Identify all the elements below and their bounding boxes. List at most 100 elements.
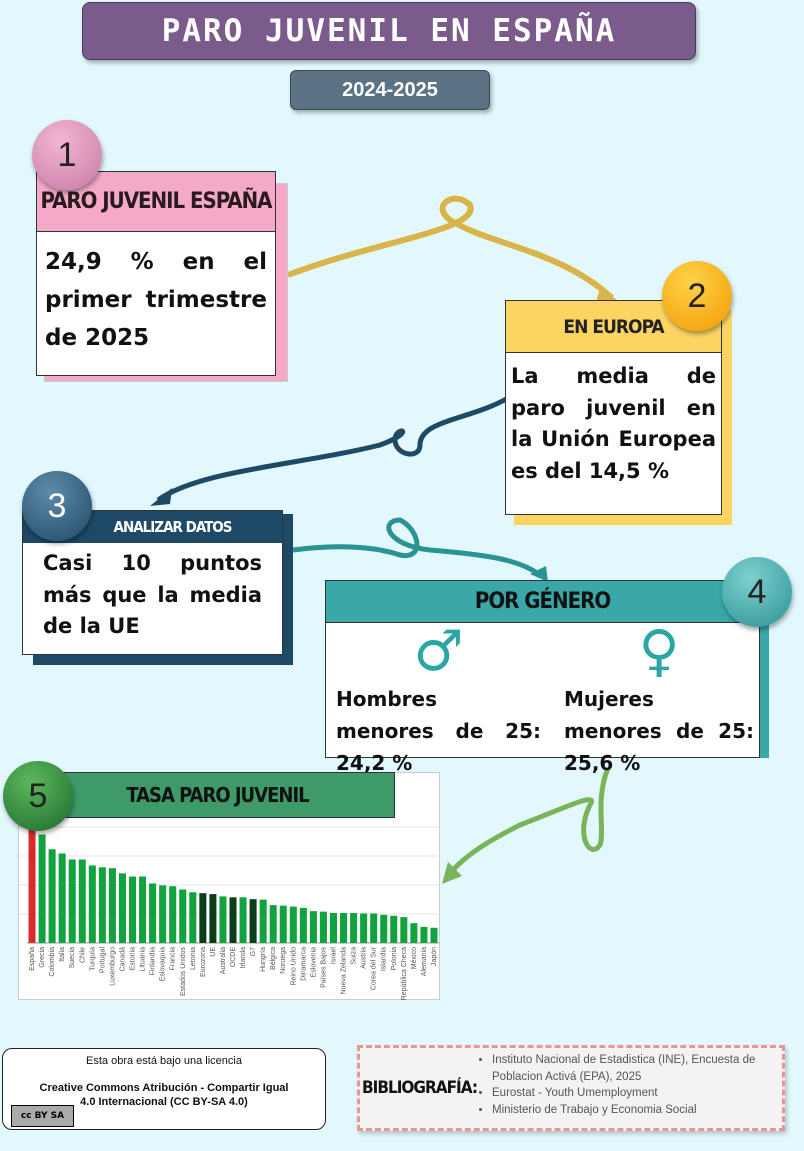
x-tick-label: Corea del Sur: [371, 946, 378, 990]
bar-Turquía: [88, 865, 96, 943]
bar-Finlandia: [149, 883, 157, 943]
x-tick-label: Noruega: [280, 947, 287, 974]
arrow-head-icon: [442, 862, 462, 884]
bibliography-item: Ministerio de Trabajo y Economia Social: [492, 1102, 782, 1119]
x-tick-label: Islandia: [381, 947, 388, 971]
x-tick-label: Finlandia: [150, 947, 157, 976]
x-tick-label: Chile: [79, 947, 86, 963]
arrow-head-icon: [530, 566, 548, 582]
bar-Lituania: [139, 876, 147, 943]
bar-Nueva Zelanda: [340, 913, 348, 943]
x-tick-label: México: [411, 947, 418, 969]
bar-Estados Unidos: [179, 889, 187, 943]
bar-Islandia: [380, 914, 388, 943]
x-tick-label: Canadá: [119, 947, 126, 972]
x-tick-label: Estados Unidos: [180, 947, 187, 997]
bar-Japón: [430, 927, 438, 943]
x-tick-label: Colombia: [49, 947, 56, 977]
x-tick-label: Eslovaquia: [160, 947, 167, 981]
female-stat: ♀ Mujeres menores de 25: 25,6 %: [564, 621, 754, 779]
page-title: PARO JUVENIL EN ESPAÑA: [82, 2, 696, 60]
card-text: 24,9 % en el primer trimestre de 2025: [37, 232, 275, 370]
bar-Dinamarca: [299, 907, 307, 943]
x-tick-label: Reino Unido: [290, 947, 297, 986]
card-heading: POR GÉNERO: [326, 581, 759, 623]
x-tick-label: República Checa: [401, 947, 408, 1000]
bar-UE: [209, 894, 217, 943]
x-tick-label: Eurozona: [200, 947, 207, 977]
x-tick-label: Estonia: [130, 947, 137, 970]
female-icon: ♀: [638, 619, 680, 684]
bibliography-item: Eurostat - Youth Umemployment: [492, 1085, 782, 1102]
x-tick-label: Grecia: [39, 947, 46, 968]
step-number-5: 5: [3, 761, 73, 831]
bar-Italia: [58, 853, 66, 943]
x-tick-label: Nueva Zelanda: [341, 947, 348, 995]
male-icon: ♂: [413, 619, 464, 684]
x-tick-label: OCDE: [230, 947, 237, 968]
bar-Francia: [169, 886, 177, 943]
female-text: Mujeres menores de 25: 25,6 %: [564, 686, 754, 775]
bar-Austria: [360, 913, 368, 943]
bar-Eurozona: [199, 893, 207, 943]
x-tick-label: Alemania: [421, 947, 428, 976]
license-line-2[interactable]: Creative Commons Atribución - Compartir …: [39, 1082, 289, 1109]
x-tick-label: Israel: [330, 947, 337, 965]
x-tick-label: Italia: [59, 947, 66, 962]
bar-Corea del Sur: [370, 913, 378, 943]
x-tick-label: Irlanda: [240, 947, 247, 969]
bar-México: [410, 923, 418, 943]
x-tick-label: Francia: [170, 947, 177, 970]
bar-España: [28, 823, 36, 943]
bar-Bélgica: [269, 905, 277, 943]
card-spain: PARO JUVENIL ESPAÑA 24,9 % en el primer …: [36, 171, 276, 376]
bar-Canadá: [118, 873, 126, 943]
arrow-2-to-3: [156, 395, 510, 503]
male-text: Hombres menores de 25: 24,2 %: [336, 686, 541, 775]
x-tick-label: Hungría: [260, 947, 267, 972]
x-tick-label: Bélgica: [270, 947, 277, 970]
bar-Hungría: [259, 899, 267, 943]
bar-Chile: [78, 859, 86, 943]
card-analysis: ANALIZAR DATOS Casi 10 puntos más que la…: [22, 510, 283, 655]
bar-Letonia: [189, 892, 197, 943]
bar-Israel: [329, 913, 338, 943]
x-tick-label: Japón: [431, 947, 438, 966]
arrow-4-to-5: [444, 767, 611, 880]
x-tick-label: Países Bajos: [320, 947, 327, 988]
bar-Reino Unido: [289, 906, 297, 943]
x-tick-label: Letonia: [190, 947, 197, 970]
bar-Países Bajos: [319, 911, 327, 943]
card-europe: EN EUROPA La media de paro juvenil en la…: [505, 300, 722, 515]
bar-Luxemburgo: [108, 868, 116, 943]
x-tick-label: España: [29, 947, 36, 971]
bar-Suiza: [350, 913, 358, 943]
bar-Polonia: [390, 915, 398, 943]
bar-Suecia: [68, 859, 76, 943]
license-box: Esta obra está bajo una licencia Creativ…: [2, 1048, 326, 1130]
arrow-head-icon: [150, 488, 172, 506]
step-number-3: 3: [22, 471, 92, 541]
bar-Estonia: [128, 876, 137, 943]
x-tick-label: Polonia: [391, 947, 398, 970]
bibliography-item: Instituto Nacional de Estadistica (INE),…: [492, 1052, 782, 1085]
bar-Eslovaquia: [159, 885, 167, 943]
year-badge: 2024-2025: [290, 70, 490, 110]
license-line-1: Esta obra está bajo una licencia: [86, 1055, 242, 1067]
step-number-4: 4: [722, 557, 792, 627]
bar-Australia: [219, 896, 227, 943]
x-tick-label: Suecia: [69, 947, 76, 969]
bar-República Checa: [400, 917, 408, 943]
bar-OCDE: [229, 897, 237, 943]
bibliography-box: BIBLIOGRAFÍA: Instituto Nacional de Esta…: [357, 1045, 785, 1131]
bar-Portugal: [98, 867, 106, 943]
x-tick-label: Luxemburgo: [109, 947, 116, 986]
bar-Alemania: [420, 926, 428, 943]
card-text: La media de paro juvenil en la Unión Eur…: [506, 353, 721, 495]
bar-Noruega: [279, 905, 287, 943]
x-tick-label: UE: [210, 947, 217, 957]
cc-by-sa-badge-icon[interactable]: cc BY SA: [11, 1105, 74, 1127]
x-tick-label: Suiza: [351, 947, 358, 965]
bar-Grecia: [38, 834, 46, 943]
